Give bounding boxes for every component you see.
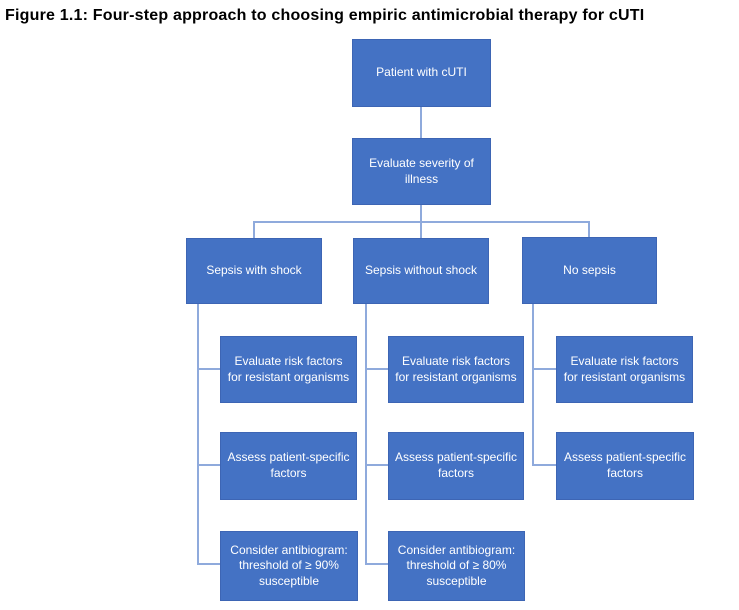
connector-col1-stub1 — [197, 368, 220, 370]
connector-col1-stub2 — [197, 464, 220, 466]
flow-node-evaluate-severity: Evaluate severity of illness — [352, 138, 491, 205]
flow-node-col2-risk-factors: Evaluate risk factors for resistant orga… — [388, 336, 524, 403]
flow-node-col2-patient-factors: Assess patient-specific factors — [388, 432, 524, 500]
flow-node-col3-risk-factors: Evaluate risk factors for resistant orga… — [556, 336, 693, 403]
connector-branch2-drop — [420, 221, 422, 238]
flow-node-patient-cuti: Patient with cUTI — [352, 39, 491, 107]
connector-col1-stub3 — [197, 563, 220, 565]
flow-node-sepsis-with-shock: Sepsis with shock — [186, 238, 322, 304]
connector-col3-stub2 — [532, 464, 556, 466]
connector-branch1-drop — [253, 221, 255, 238]
flow-node-col2-antibiogram-80: Consider antibiogram: threshold of ≥ 80%… — [388, 531, 525, 601]
connector-col3-stub1 — [532, 368, 556, 370]
connector-root-to-step2 — [420, 107, 422, 138]
flow-node-col1-risk-factors: Evaluate risk factors for resistant orga… — [220, 336, 357, 403]
connector-col2-stub3 — [365, 563, 388, 565]
flow-node-col1-patient-factors: Assess patient-specific factors — [220, 432, 357, 500]
flow-node-col3-patient-factors: Assess patient-specific factors — [556, 432, 694, 500]
connector-col1-hanging — [197, 304, 199, 565]
connector-step2-down — [420, 205, 422, 223]
figure-title: Figure 1.1: Four-step approach to choosi… — [5, 7, 645, 24]
flow-node-col1-antibiogram-90: Consider antibiogram: threshold of ≥ 90%… — [220, 531, 358, 601]
flow-node-no-sepsis: No sepsis — [522, 237, 657, 304]
connector-col2-stub1 — [365, 368, 388, 370]
connector-branch3-drop — [588, 221, 590, 238]
connector-col2-hanging — [365, 304, 367, 565]
connector-col3-hanging — [532, 304, 534, 466]
flow-node-sepsis-without-shock: Sepsis without shock — [353, 238, 489, 304]
connector-col2-stub2 — [365, 464, 388, 466]
